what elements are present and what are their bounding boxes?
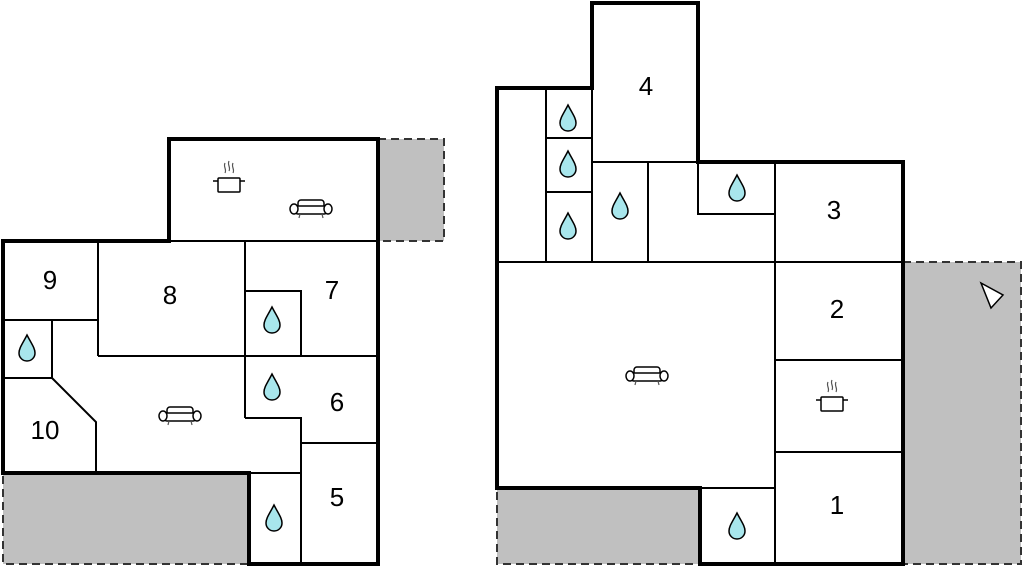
room-label-9: 9 — [43, 265, 57, 295]
terrace-left-top — [377, 138, 445, 242]
room-label-4: 4 — [639, 71, 653, 101]
cooking-pot-icon — [815, 379, 849, 412]
left-inner-walls — [3, 240, 378, 564]
water-drop-icon — [559, 212, 577, 240]
right-outer-wall — [495, 1, 905, 566]
floor-right: 4 3 2 1 — [495, 1, 1005, 566]
water-drop-icon — [559, 150, 577, 178]
compass-arrow-icon — [979, 281, 1005, 310]
room-label-3: 3 — [827, 195, 841, 225]
room-label-2: 2 — [830, 294, 844, 324]
sofa-icon — [158, 406, 202, 426]
sofa-icon — [289, 199, 333, 219]
room-label-7: 7 — [325, 275, 339, 305]
water-drop-icon — [263, 306, 281, 334]
water-drop-icon — [611, 192, 629, 220]
room-label-10: 10 — [31, 415, 60, 445]
room-label-6: 6 — [330, 387, 344, 417]
water-drop-icon — [728, 512, 746, 540]
right-inner-walls — [497, 88, 903, 564]
floor-left: 9 8 7 6 5 10 — [1, 137, 380, 566]
terrace-left-bottom — [2, 472, 250, 565]
room-label-8: 8 — [163, 280, 177, 310]
water-drop-icon — [263, 373, 281, 401]
terrace-right-bottom — [496, 487, 701, 565]
left-outer-wall — [1, 137, 380, 566]
room-label-5: 5 — [330, 482, 344, 512]
cooking-pot-icon — [212, 160, 246, 193]
water-drop-icon — [728, 174, 746, 202]
terraces — [2, 138, 1022, 565]
room-label-1: 1 — [830, 490, 844, 520]
terrace-right-east — [902, 261, 1022, 565]
sofa-icon — [625, 366, 669, 386]
water-drop-icon — [559, 104, 577, 132]
water-drop-icon — [265, 504, 283, 532]
water-drop-icon — [18, 334, 36, 362]
